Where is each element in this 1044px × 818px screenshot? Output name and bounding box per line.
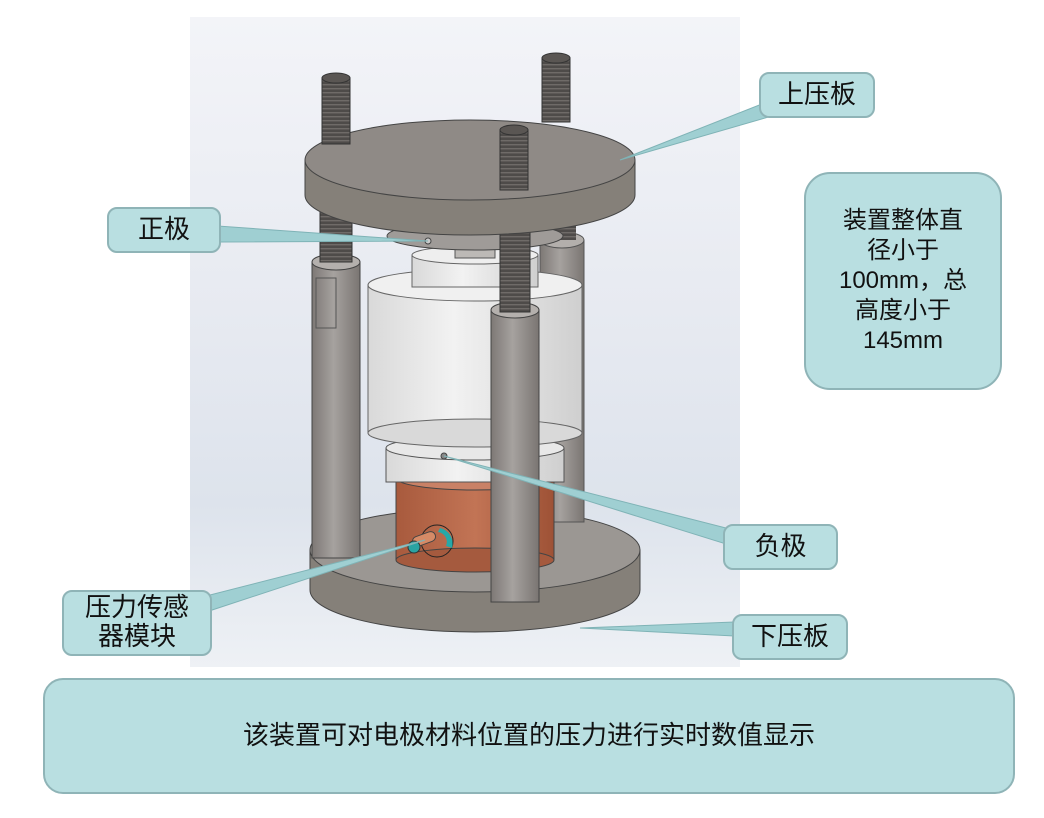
pressure-sensor-module-label-line2: 器模块: [97, 622, 176, 652]
lower-plate-label: 下压板: [732, 614, 848, 660]
positive-electrode-label: 正极: [107, 207, 221, 253]
threaded-studs: [321, 52, 571, 191]
left-rod: [311, 205, 361, 559]
upper-plate-label-text: 上压板: [777, 79, 856, 110]
pressure-sensor-module-label-line1: 压力传感: [84, 593, 189, 624]
spec-note: 装置整体直 径小于 100mm，总 高度小于 145mm: [804, 172, 1002, 390]
front-rod: [490, 225, 540, 603]
pressure-sensor-module-label: 压力传感 器模块: [62, 590, 212, 656]
upper-plate-label: 上压板: [759, 72, 875, 118]
lower-plate-label-text: 下压板: [750, 621, 829, 652]
summary-banner: 该装置可对电极材料位置的压力进行实时数值显示: [43, 678, 1015, 794]
spec-note-line5: 145mm: [862, 327, 944, 354]
leader-lines: [205, 99, 773, 637]
spec-note-line2: 径小于: [867, 237, 939, 264]
summary-banner-text: 该装置可对电极材料位置的压力进行实时数值显示: [242, 720, 815, 751]
upper-plate: [304, 119, 636, 236]
negative-electrode-label: 负极: [723, 524, 838, 570]
spec-note-line1: 装置整体直: [843, 207, 963, 234]
spec-note-line3: 100mm，总: [838, 267, 968, 294]
spec-note-line4: 高度小于: [855, 297, 951, 324]
negative-electrode-label-text: 负极: [754, 531, 807, 562]
positive-electrode-label-text: 正极: [137, 214, 190, 245]
